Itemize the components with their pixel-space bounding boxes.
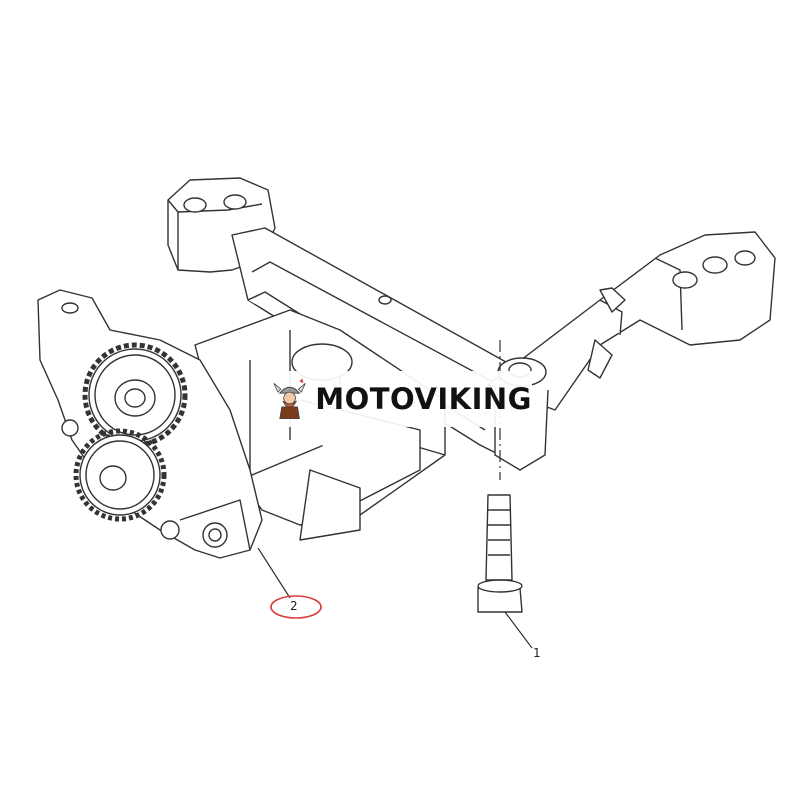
brand-name: MOTOVIKING: [315, 382, 532, 416]
highlight-ring: [270, 595, 322, 619]
right-mounting-arm: [487, 231, 776, 411]
leader-line-1: [504, 611, 533, 649]
flange-bolt: [477, 494, 523, 613]
idler-gear: [73, 428, 167, 522]
viking-mascot-icon: [273, 378, 306, 420]
drive-gear: [82, 342, 188, 448]
callout-1-label: 1: [533, 646, 541, 660]
leader-line-2: [257, 547, 291, 599]
callout-2-label: 2: [290, 599, 298, 613]
watermark-banner: MOTOVIKING: [262, 371, 532, 427]
